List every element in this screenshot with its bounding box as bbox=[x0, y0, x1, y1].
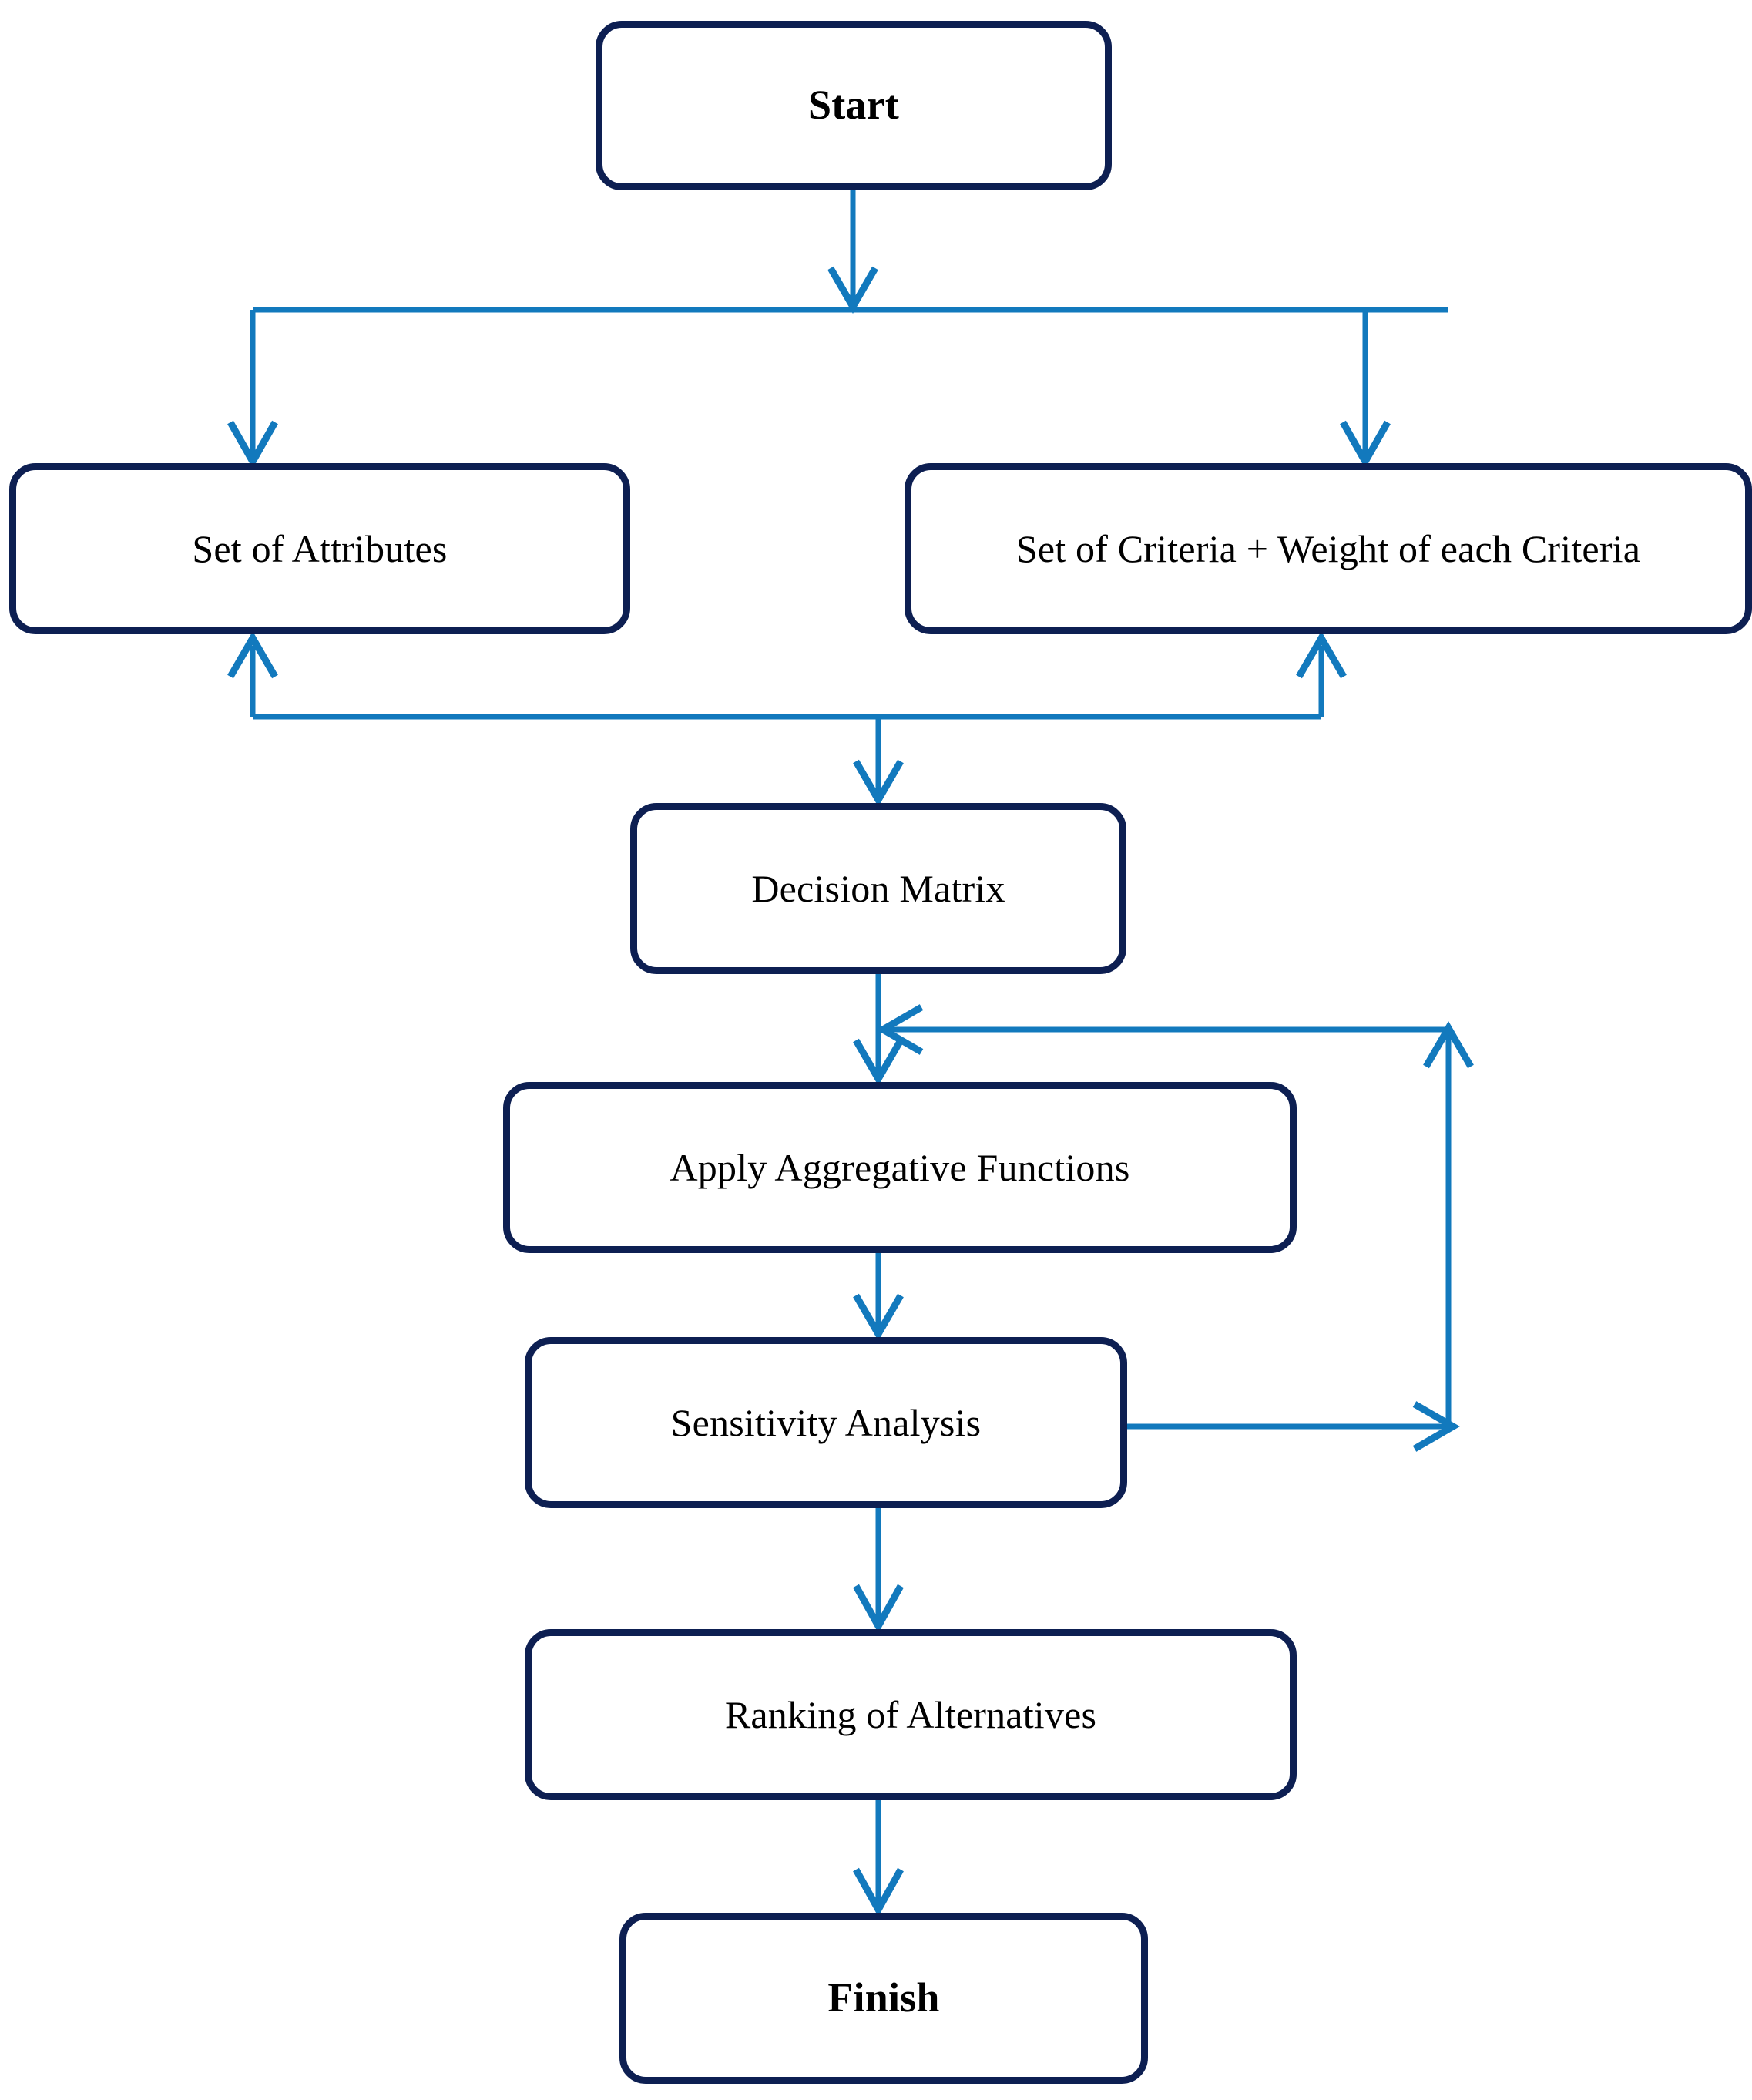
edge-start-to-split bbox=[827, 190, 878, 314]
node-set-of-criteria-label: Set of Criteria + Weight of each Criteri… bbox=[1015, 526, 1641, 570]
node-set-of-attributes-label: Set of Attributes bbox=[192, 526, 448, 570]
node-set-of-criteria[interactable]: Set of Criteria + Weight of each Criteri… bbox=[905, 463, 1752, 634]
edge-sensitivity-to-ranking bbox=[853, 1508, 904, 1634]
node-start-label: Start bbox=[808, 82, 899, 129]
edge-ranking-to-finish bbox=[853, 1800, 904, 1917]
edge-merge-to-matrix bbox=[853, 717, 904, 807]
node-start[interactable]: Start bbox=[596, 21, 1112, 190]
node-sensitivity-analysis-label: Sensitivity Analysis bbox=[670, 1400, 982, 1444]
edge-matrix-to-aggregate bbox=[853, 974, 904, 1086]
node-apply-aggregative-functions-label: Apply Aggregative Functions bbox=[670, 1145, 1130, 1189]
edge-split-to-criteria bbox=[1340, 310, 1391, 469]
node-set-of-attributes[interactable]: Set of Attributes bbox=[9, 463, 630, 634]
node-decision-matrix[interactable]: Decision Matrix bbox=[630, 803, 1126, 974]
edge-split-to-attributes bbox=[227, 310, 278, 469]
node-sensitivity-analysis[interactable]: Sensitivity Analysis bbox=[525, 1337, 1127, 1508]
node-ranking-of-alternatives[interactable]: Ranking of Alternatives bbox=[525, 1629, 1297, 1800]
edge-sensitivity-feedback bbox=[876, 1004, 1474, 1452]
node-finish-label: Finish bbox=[827, 1974, 940, 2021]
edge-attributes-to-merge bbox=[227, 631, 278, 717]
edge-aggregate-to-sensitivity bbox=[853, 1253, 904, 1341]
node-decision-matrix-label: Decision Matrix bbox=[751, 866, 1005, 910]
edge-criteria-to-merge bbox=[1296, 631, 1347, 717]
node-finish[interactable]: Finish bbox=[619, 1913, 1148, 2084]
node-apply-aggregative-functions[interactable]: Apply Aggregative Functions bbox=[503, 1082, 1297, 1253]
node-ranking-of-alternatives-label: Ranking of Alternatives bbox=[724, 1692, 1097, 1736]
